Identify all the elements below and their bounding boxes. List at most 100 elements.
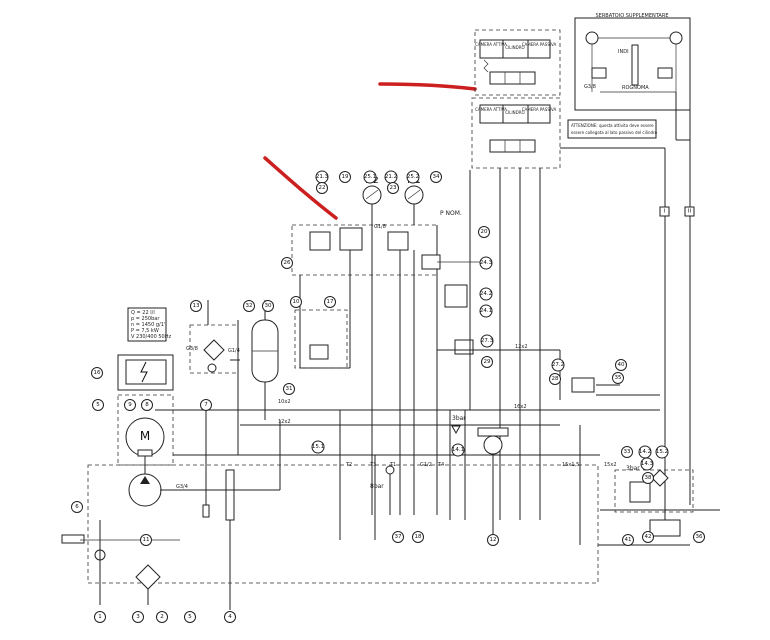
svg-text:40: 40 (618, 362, 625, 368)
callout-10: 10 (290, 296, 302, 308)
svg-text:23: 23 (390, 185, 397, 191)
svg-text:42: 42 (645, 534, 652, 540)
cyl-bot-mid-label: CILINDRO (505, 110, 524, 115)
callout-5: 5 (184, 611, 196, 623)
callout-28: 28 (549, 373, 561, 385)
callout-33: 33 (621, 446, 633, 458)
svg-text:32: 32 (246, 303, 253, 309)
svg-text:22: 22 (319, 185, 326, 191)
cylinder-block-top: CAMERA ATTIVA CILINDRO CAMERA PASSIVA (474, 29, 561, 96)
callout-23: 23 (387, 182, 399, 194)
callout-41: 41 (622, 534, 634, 546)
tank-label-a: INDI (618, 49, 629, 55)
callout-22: 22 (316, 182, 328, 194)
callout-14-3: 14.3 (640, 457, 654, 471)
svg-text:33: 33 (624, 449, 631, 455)
callout-13: 13 (190, 300, 202, 312)
pipe-12x2-a: 12x2 (515, 344, 528, 350)
svg-text:4: 4 (228, 614, 232, 620)
callout-32: 32 (243, 300, 255, 312)
tank-label-b: ROGNOMA (622, 85, 649, 91)
callout-4: 4 (224, 611, 236, 623)
pipe-15x15: 15x1,5 (562, 462, 579, 468)
spec-power: P = 7,5 kW (131, 328, 159, 334)
svg-text:25.2: 25.2 (407, 174, 419, 180)
note-line-2: essere collegata al lato passivo del cil… (571, 130, 658, 135)
port-t2: T2 (345, 462, 352, 468)
pipe-g12: G1/2 (420, 462, 432, 468)
svg-text:28: 28 (552, 376, 559, 382)
port-t3: T3 (369, 462, 376, 468)
callout-35: 35 (612, 372, 624, 384)
pipe-15x2: 15x2 (604, 462, 617, 468)
cylinder-block-bottom: CAMERA ATTIVA CILINDRO CAMERA PASSIVA AT… (471, 97, 666, 520)
svg-text:16: 16 (94, 370, 101, 376)
spec-table: Q = 22 l/l p = 250bar n = 1450 g/1' P = … (127, 307, 171, 342)
electrical-box (117, 354, 174, 391)
cyl-top-left-label: CAMERA ATTIVA (475, 42, 507, 47)
callout-37: 37 (392, 531, 404, 543)
callout-14-1: 14.1 (451, 443, 465, 457)
svg-text:19: 19 (342, 174, 349, 180)
svg-text:3: 3 (136, 614, 140, 620)
cyl-bot-right-label: CAMERA PASSIVA (522, 107, 557, 112)
svg-text:24.3: 24.3 (480, 260, 493, 266)
callout-15-1: 15.1 (311, 440, 325, 454)
manifold-block (291, 224, 438, 515)
valve-3bar-lower: 3bar (626, 465, 640, 472)
callout-24-1: 24.1 (479, 304, 493, 318)
motor-letter: M (140, 429, 150, 443)
note-line-1: ATTENZIONE: questa attivita deve essere (571, 123, 654, 128)
main-piping (80, 320, 720, 605)
pressure-nom-label: P NOM. (440, 210, 462, 217)
callout-2: 2 (156, 611, 168, 623)
svg-text:30: 30 (265, 303, 272, 309)
svg-text:12: 12 (490, 537, 497, 543)
svg-text:8: 8 (145, 402, 149, 408)
bottom-pump (385, 425, 509, 540)
callout-15-2: 15.2 (655, 445, 669, 459)
callout-7: 7 (200, 399, 212, 411)
callout-14-2: 14.2 (638, 445, 652, 459)
callout-34: 34 (430, 171, 442, 183)
callout-3: 3 (132, 611, 144, 623)
svg-text:17: 17 (327, 299, 334, 305)
pipe-g38-a: G3/8 (186, 346, 198, 352)
spec-p: p = 250bar (131, 316, 160, 322)
cyl-top-right-label: CAMERA PASSIVA (522, 42, 557, 47)
callout-30: 30 (262, 300, 274, 312)
drain-filter (135, 564, 161, 605)
callout-9: 9 (124, 399, 136, 411)
svg-text:27.3: 27.3 (481, 338, 494, 344)
svg-text:34: 34 (433, 174, 440, 180)
callout-16: 16 (91, 367, 103, 379)
svg-text:24.1: 24.1 (480, 308, 492, 314)
svg-text:15.1: 15.1 (312, 444, 324, 450)
port-t1: T1 (389, 462, 396, 468)
callout-40: 40 (615, 359, 627, 371)
callout-27-3: 27.3 (480, 334, 494, 348)
svg-text:36: 36 (696, 534, 703, 540)
callout-25-1: 25.1 (363, 170, 377, 184)
svg-text:20: 20 (481, 229, 488, 235)
pipe-16x2: 16x2 (514, 404, 527, 410)
callout-36: 36 (693, 531, 705, 543)
svg-text:7: 7 (204, 402, 208, 408)
svg-text:10: 10 (293, 299, 300, 305)
line-tag-i: I (659, 206, 670, 217)
svg-text:26: 26 (284, 260, 291, 266)
svg-text:5: 5 (96, 402, 100, 408)
port-t4: T4 (437, 462, 444, 468)
svg-text:29: 29 (484, 359, 491, 365)
svg-text:11: 11 (143, 537, 150, 543)
callout-8: 8 (141, 399, 153, 411)
svg-text:II: II (688, 209, 692, 215)
labels: 3bar 3bar 8bar T2 T3 T1 T4 G3/8 G1/4 G3/… (176, 84, 640, 490)
pipe-g18: G1/8 (374, 224, 386, 230)
svg-text:25.1: 25.1 (364, 174, 376, 180)
callout-11: 11 (140, 534, 152, 546)
svg-text:13: 13 (193, 303, 200, 309)
svg-text:14.3: 14.3 (641, 461, 654, 467)
callout-25-2: 25.2 (406, 170, 420, 184)
callout-24-2: 24.2 (479, 287, 493, 301)
